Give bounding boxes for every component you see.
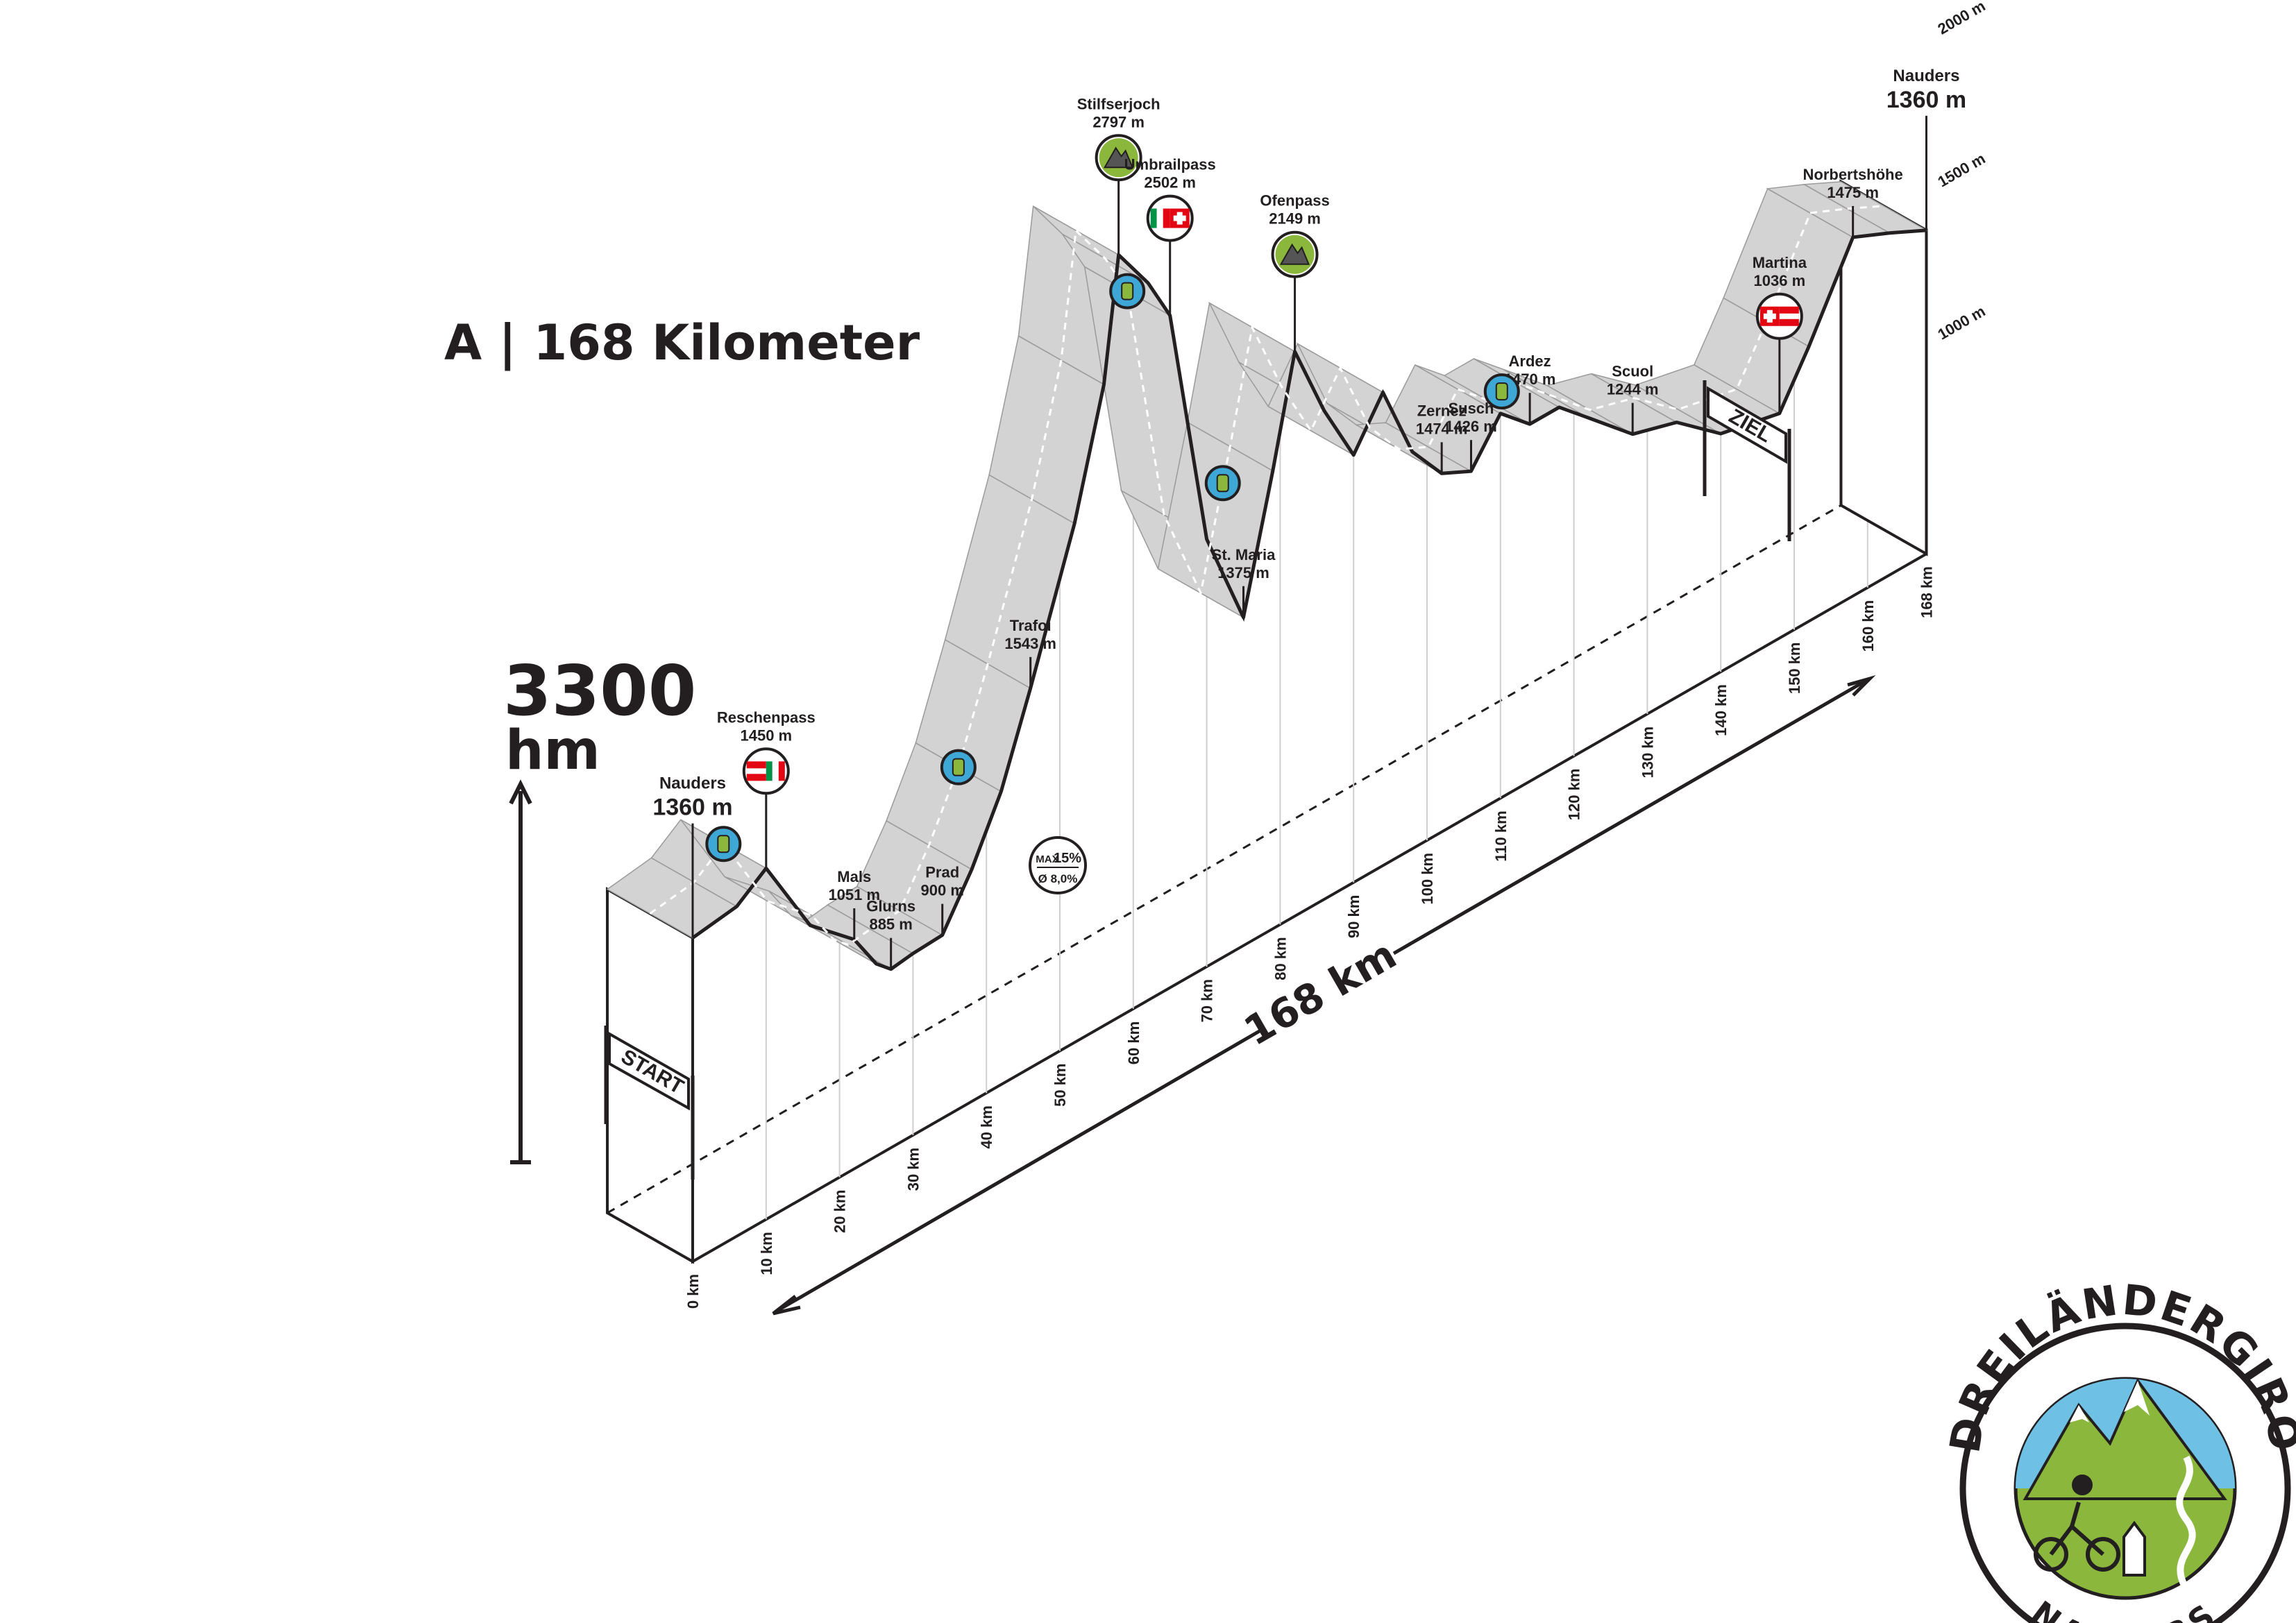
waypoint-name: Martina: [1753, 254, 1807, 271]
waypoint-name: Zernez: [1417, 402, 1467, 419]
border-flag-icon: [742, 747, 790, 795]
x-tick-label: 160 km: [1859, 600, 1877, 652]
refreshment-station-icon: [1109, 273, 1146, 309]
dreilaendergiro-logo: DREILÄNDERGIRO NAUDERS: [1941, 1276, 2296, 1623]
profile-back-baseline: [607, 504, 1842, 1214]
profile-centerline: [649, 205, 1884, 946]
refreshment-station-icon: [705, 826, 742, 863]
waypoint-altitude: 1450 m: [740, 726, 792, 744]
waypoint-name: Ofenpass: [1260, 192, 1329, 210]
waypoint-name: Ardez: [1509, 352, 1551, 370]
mountain-summit-icon: [1095, 134, 1142, 182]
waypoint-name: Umbrailpass: [1124, 156, 1216, 173]
distance-arrow: [772, 675, 1876, 1316]
x-tick-label: 60 km: [1125, 1021, 1142, 1064]
max-gradient-value: 15%: [1054, 851, 1081, 866]
total-climb-value: 3300: [503, 650, 696, 731]
waypoint-name: Reschenpass: [717, 708, 816, 726]
x-tick-label: 80 km: [1272, 937, 1289, 980]
waypoint-altitude: 900 m: [921, 882, 964, 899]
x-tick-label: 90 km: [1345, 895, 1362, 938]
x-tick-label: 50 km: [1052, 1064, 1069, 1107]
refreshment-station-icon: [1483, 373, 1520, 410]
waypoint-altitude: 885 m: [869, 916, 912, 933]
mountain-summit-icon: [1271, 230, 1319, 278]
waypoint-altitude: 1360 m: [1886, 87, 1966, 113]
chart-title: A | 168 Kilometer: [444, 314, 920, 371]
x-tick-label: 30 km: [904, 1148, 922, 1191]
border-flag-icon: [1755, 292, 1803, 340]
waypoint-altitude: 2149 m: [1269, 210, 1321, 228]
x-tick-label: 130 km: [1639, 726, 1656, 779]
waypoint-name: Prad: [925, 864, 959, 881]
x-axis-ticks: 0 km 10 km 20 km 30 km 40 km 50 km 60 km 70 km 8…: [684, 566, 1935, 1309]
logo-chapel-icon: [2122, 1520, 2146, 1577]
x-tick-label: 168 km: [1918, 566, 1935, 618]
waypoint-name: Scuol: [1612, 363, 1653, 380]
x-tick-label: 20 km: [832, 1190, 849, 1233]
y-tick-label: 1000 m: [1934, 303, 1988, 343]
waypoint-name: Nauders: [659, 774, 726, 793]
waypoint-altitude: 2797 m: [1092, 113, 1145, 130]
x-tick-label: 100 km: [1419, 853, 1436, 905]
waypoint-name: Mals: [837, 868, 871, 885]
refreshment-station-icon: [1204, 465, 1241, 502]
waypoint-altitude: 1051 m: [828, 886, 880, 903]
y-tick-label: 2000 m: [1934, 0, 1988, 38]
waypoint-name: Nauders: [1893, 67, 1959, 85]
y-tick-label: 1500 m: [1934, 150, 1988, 191]
waypoint-altitude: 1426 m: [1445, 418, 1497, 435]
x-tick-label: 10 km: [758, 1232, 775, 1275]
x-tick-label: 120 km: [1566, 769, 1583, 821]
waypoint-name: Stilfserjoch: [1077, 95, 1160, 112]
max-gradient-badge: MAX. 15% Ø 8,0%: [1029, 836, 1087, 894]
waypoint-altitude: 1036 m: [1754, 272, 1806, 289]
refreshment-station-icon: [940, 749, 977, 785]
waypoint-altitude: 1375 m: [1217, 564, 1269, 581]
total-climb-unit: hm: [505, 720, 600, 782]
logo-road-icon: [2176, 1455, 2196, 1591]
waypoint-name: St. Maria: [1212, 546, 1276, 563]
finish-banner: ZIEL: [1703, 380, 1791, 541]
border-flag-icon: [1146, 194, 1194, 242]
waypoint-altitude: 2502 m: [1144, 174, 1196, 192]
waypoint-name: Susch: [1448, 400, 1494, 417]
refreshment-stations: [705, 273, 1520, 863]
waypoint-altitude: 1244 m: [1607, 381, 1659, 398]
waypoint-altitude: 1474 m: [1416, 420, 1468, 437]
max-gradient-label: MAX.: [1036, 853, 1062, 865]
logo-cyclist-icon: [2034, 1475, 2120, 1572]
x-tick-label: 140 km: [1712, 684, 1730, 736]
waypoint-altitude: 1543 m: [1004, 635, 1056, 652]
x-tick-label: 40 km: [978, 1105, 995, 1148]
x-tick-label: 0 km: [684, 1274, 702, 1309]
distance-label: 168 km: [1236, 931, 1404, 1055]
x-tick-label: 150 km: [1786, 643, 1803, 695]
profile-base: [606, 179, 1928, 1264]
waypoint-name: Trafoi: [1010, 617, 1052, 634]
waypoint-name: Glurns: [866, 898, 915, 915]
waypoint-altitude: 1475 m: [1827, 184, 1879, 201]
x-tick-label: 70 km: [1199, 979, 1216, 1022]
waypoint-altitude: 1360 m: [652, 794, 732, 821]
avg-gradient: Ø 8,0%: [1038, 872, 1078, 885]
up-arrow-icon: [509, 779, 532, 1164]
profile-line: [691, 228, 1927, 971]
x-tick-label: 110 km: [1492, 810, 1510, 861]
waypoint-name: Norbertshöhe: [1803, 166, 1903, 183]
